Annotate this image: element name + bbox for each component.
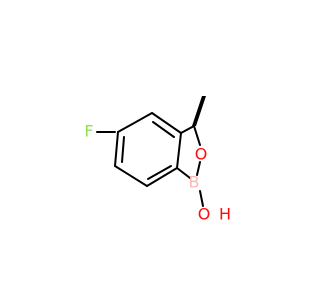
bond-ring-4 xyxy=(114,165,148,187)
atom-b-label: B xyxy=(189,173,200,192)
bond-ring-2 xyxy=(176,132,182,169)
atom-oh-o-label: O xyxy=(198,205,211,224)
bond-ring-double-3 xyxy=(121,136,125,163)
bond-ring-double-2 xyxy=(147,165,172,180)
molecule-structure: F O B O H xyxy=(84,96,231,224)
bond-c3-o xyxy=(193,125,201,146)
bond-ring-1 xyxy=(151,112,182,134)
bond-c7a-b xyxy=(176,167,191,179)
atom-oh-h-label: H xyxy=(219,205,231,224)
molecule-drawing: F O B O H xyxy=(84,96,231,224)
atom-f-label: F xyxy=(84,122,93,141)
bond-ring-5 xyxy=(114,131,119,167)
atom-ring-o-label: O xyxy=(195,145,208,164)
bond-ring-double-1 xyxy=(152,121,175,138)
bonds xyxy=(96,112,204,207)
bond-c3a-c3 xyxy=(180,125,195,134)
bond-ring-6 xyxy=(117,112,153,133)
bond-o-b xyxy=(196,161,201,176)
bond-ring-3 xyxy=(146,167,178,187)
bond-b-oh xyxy=(199,190,204,207)
stereo-wedge-bond xyxy=(192,96,206,126)
